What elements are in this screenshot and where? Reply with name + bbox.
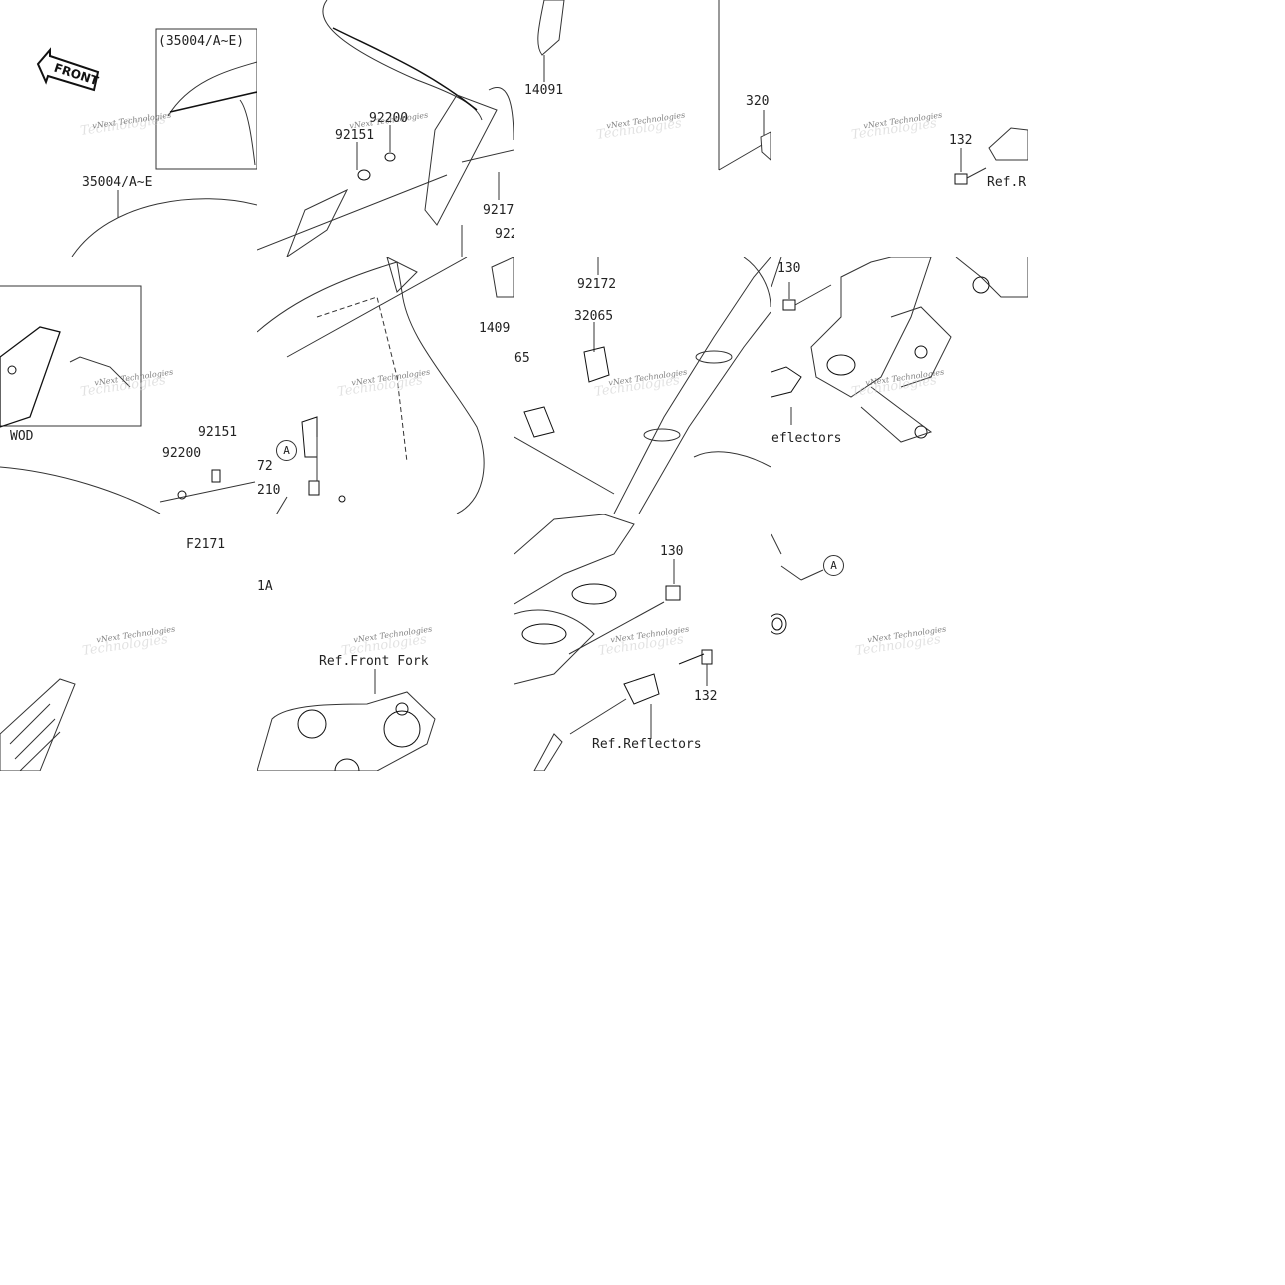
diagram-tile-front-fork-ref: Ref.Front Fork Technologies vNext Techno… [257,514,514,771]
part-label: 14091 [524,83,564,98]
diagram-tile-vent-cover: Technologies vNext Technologies [0,514,257,771]
inner-fender-drawing [257,257,514,514]
part-label: 9217 [483,203,514,218]
ref-a-drawing [771,533,824,635]
part-label: 72 [257,459,273,474]
diagram-tile-inner-fender: A 72 210 1409 Technologies vNext Technol… [257,257,514,514]
part-label: 32065 [574,309,614,324]
part-label: 130 [777,261,801,276]
part-label: (35004/A~E) [158,34,245,49]
fender-detail-drawing [0,285,256,514]
part-label: 92200 [162,446,202,461]
part-label: 65 [514,351,530,366]
part-label: WOD [10,429,34,444]
reference-marker-a: A [276,440,297,461]
part-label: eflectors [771,431,842,446]
part-label: 92172 [577,277,617,292]
part-label: 92151 [198,425,238,440]
part-label: 922 [495,227,514,242]
part-label: Ref.R [987,175,1027,190]
fork-assembly-drawing [771,257,1028,443]
reference-marker-a: A [823,555,844,576]
fender-inset-drawing [71,28,257,257]
diagram-tile-fender-bolts: 92200 92151 9217 922 vNext Technologies [257,0,514,257]
cover-drawing [537,0,771,171]
part-label: F2171 [186,537,226,552]
part-label: 132 [694,689,718,704]
diagram-tile-fender-detail: WOD 92151 92200 Technologies vNext Techn… [0,257,257,514]
diagram-tile-reflector-ref: 130 132 Ref.Reflectors Technologies vNex… [514,514,771,771]
front-arrow-icon: FRONT [36,47,101,92]
front-fork-ref-drawing [257,669,436,771]
part-label: 320 [746,94,770,109]
part-label: Ref.Reflectors [592,737,702,752]
fender-front-drawing [257,0,514,257]
part-label: 132 [949,133,973,148]
part-label: 1409 [479,321,511,336]
diagram-tile-reflector-bolt: 132 Ref.R Technologies vNext Technologie… [771,0,1028,257]
diagram-tile-fender-inset: (35004/A~E) 35004/A~E FRONT Technologies… [0,0,257,257]
diagram-tile-fork-assembly: 130 eflectors Technologies vNext Technol… [771,257,1028,514]
reflector-ref-drawing [514,514,713,771]
diagram-tile-cover: 14091 320 Technologies vNext Technologie… [514,0,771,257]
part-label: Ref.Front Fork [319,654,429,669]
part-label: 1A [257,579,273,594]
vent-cover-drawing [0,678,76,771]
reflector-bolt-drawing [954,127,1028,185]
part-label: 210 [257,483,281,498]
part-label: 92151 [335,128,375,143]
part-label: 130 [660,544,684,559]
part-label: 35004/A~E [82,175,153,190]
diagram-tile-fork-brackets: 92172 32065 65 Technologies vNext Techno… [514,257,771,514]
fork-brackets-drawing [514,257,771,514]
diagram-tile-ref-a: A Technologies vNext Technologies [771,514,1028,771]
part-label: 92200 [369,111,409,126]
